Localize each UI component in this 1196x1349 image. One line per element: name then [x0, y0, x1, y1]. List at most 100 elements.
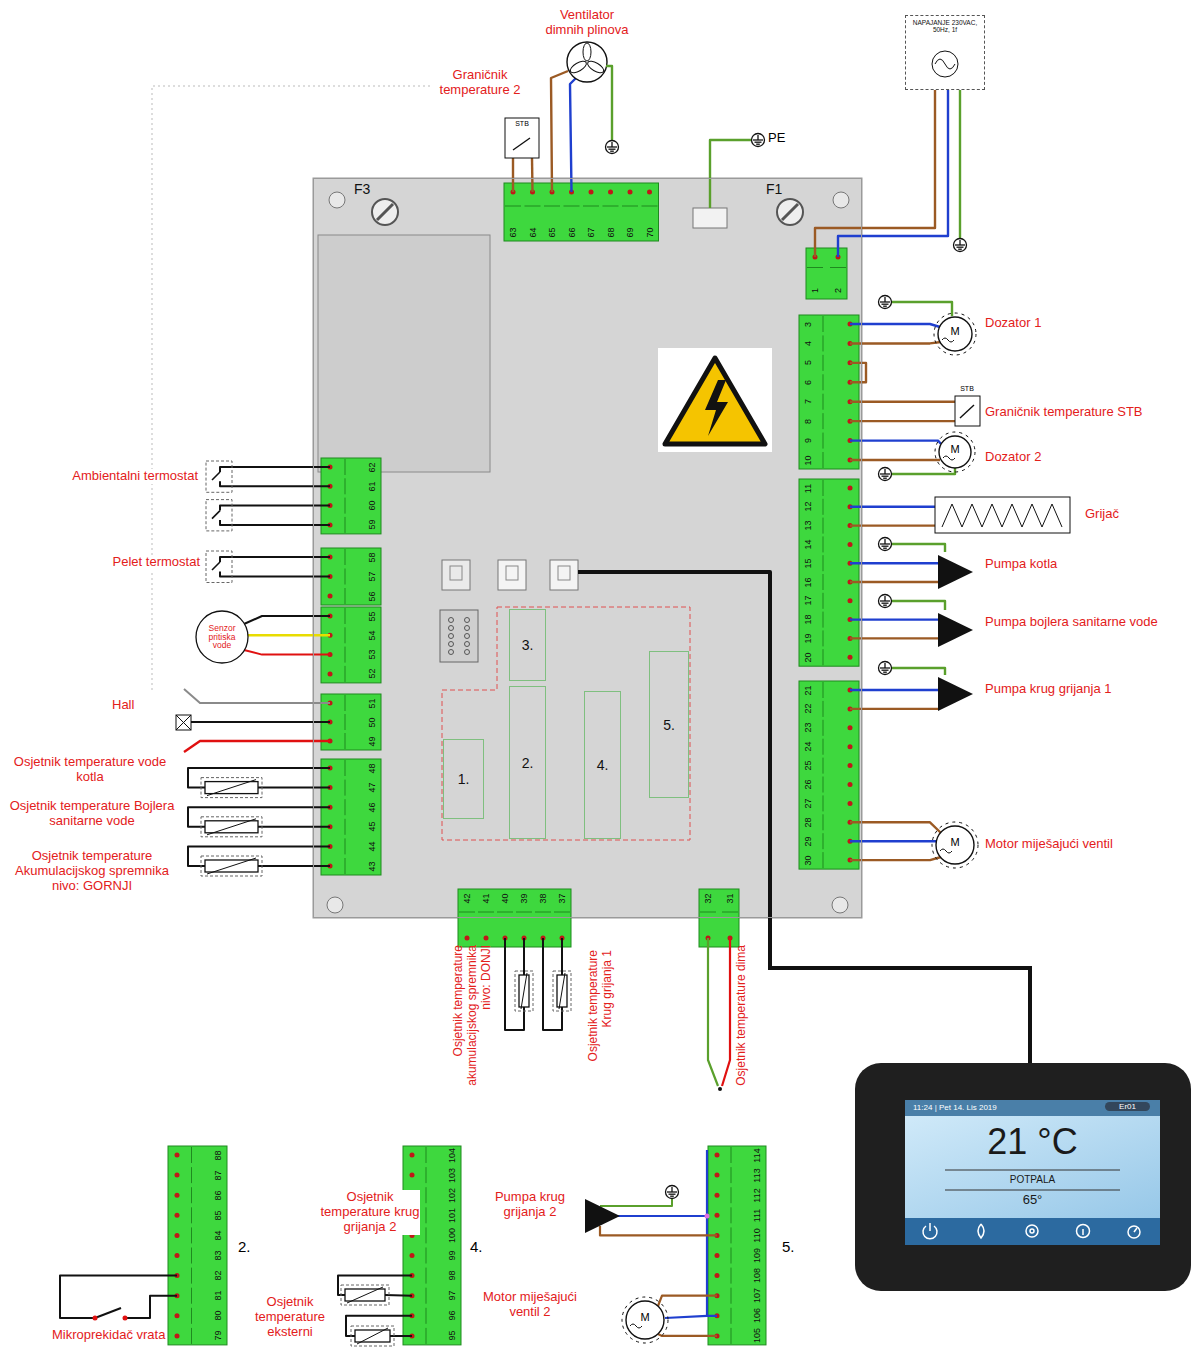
- terminal-number: 84: [213, 1223, 224, 1247]
- terminal-number: 107: [752, 1284, 763, 1308]
- terminal-number: 97: [447, 1284, 458, 1308]
- wire: [184, 741, 330, 752]
- component-label: Osjetnik temperature dima: [735, 945, 749, 1100]
- temperature-sensor: [341, 1285, 389, 1305]
- component-label: Osjetnik temperature vode kotla: [10, 755, 170, 785]
- terminal-number: 96: [447, 1304, 458, 1328]
- wire: [665, 1316, 707, 1318]
- earth-symbol: [666, 1186, 679, 1199]
- terminal-number: 23: [803, 716, 814, 740]
- temperature-sensor: [201, 856, 262, 876]
- terminal-number: 106: [752, 1304, 763, 1328]
- terminal-number: 18: [803, 608, 814, 632]
- terminal-number: 57: [367, 565, 378, 589]
- component-label: M: [950, 325, 959, 338]
- wire: [578, 572, 770, 918]
- terminal-number: 39: [519, 886, 530, 910]
- pump-symbol: [585, 1199, 620, 1233]
- terminal-number: 69: [625, 220, 636, 244]
- wire: [722, 938, 730, 1086]
- component-label: NAPAJANJE 230VAC, 50Hz, 1f: [906, 16, 984, 34]
- motor-symbol: [932, 822, 978, 868]
- wire: [244, 650, 330, 655]
- wire: [184, 689, 330, 703]
- terminal-number: 79: [213, 1324, 224, 1348]
- temperature-sensor: [515, 971, 533, 1011]
- terminal-number: 49: [367, 729, 378, 753]
- earth-symbol: [879, 662, 892, 675]
- terminal-number: 53: [367, 643, 378, 667]
- terminal-number: 41: [481, 886, 492, 910]
- earth-symbol: [606, 141, 619, 154]
- module-number: 4.: [597, 757, 609, 773]
- terminal-number: 38: [538, 886, 549, 910]
- terminal-number: 95: [447, 1324, 458, 1348]
- wire: [850, 324, 940, 327]
- wire: [95, 1308, 121, 1318]
- wire: [850, 363, 866, 382]
- terminal-number: 59: [367, 513, 378, 537]
- terminal-number: 50: [367, 710, 378, 734]
- terminal-number: 86: [213, 1183, 224, 1207]
- component-label: 2.: [238, 1238, 251, 1255]
- wire: [850, 689, 938, 691]
- terminal-number: 19: [803, 626, 814, 650]
- component-label: Pumpa krug grijanja 1: [985, 682, 1111, 697]
- terminal-number: 68: [605, 220, 616, 244]
- fuse-label: F1: [766, 181, 782, 197]
- component-label: Grijač: [1085, 507, 1119, 522]
- pump-symbol: [938, 613, 973, 647]
- component-label: Dozator 2: [985, 450, 1041, 465]
- wire: [248, 634, 330, 636]
- wire: [850, 840, 936, 842]
- mounting-hole: [327, 897, 343, 913]
- motor-symbol: [622, 1297, 668, 1343]
- component-label: Osjetnik temperature krug grijanja 2: [320, 1190, 420, 1235]
- probe-tip: [718, 1087, 722, 1091]
- controller-board: 1.2.3.4.5.F3F1: [313, 178, 862, 918]
- terminal-number: 67: [586, 220, 597, 244]
- switch-contact: [123, 1316, 128, 1321]
- temperature-sensor: [351, 1326, 394, 1346]
- wire: [850, 562, 938, 564]
- wire: [815, 90, 935, 257]
- component-label: M: [640, 1311, 649, 1324]
- rj-socket: [498, 560, 526, 590]
- component-label: Pumpa bojlera sanitarne vode: [985, 615, 1158, 630]
- mounting-hole: [833, 192, 849, 208]
- component-label: Graničnik temperature 2: [430, 68, 530, 98]
- wire: [551, 71, 568, 192]
- terminal-number: 83: [213, 1244, 224, 1268]
- component-label: Osjetnik temperature Akumulacijskog spre…: [6, 849, 178, 894]
- component-label: Osjetnik temperature Bojlera sanitarne v…: [10, 799, 175, 829]
- rj-socket: [442, 560, 470, 590]
- terminal-number: 1: [810, 278, 821, 302]
- terminal-number: 58: [367, 545, 378, 569]
- terminal-block: [799, 315, 859, 469]
- terminal-number: 4: [803, 331, 814, 355]
- wire: [850, 857, 941, 860]
- terminal-number: 25: [803, 754, 814, 778]
- terminal-number: 114: [752, 1143, 763, 1167]
- terminal-block: [458, 889, 571, 947]
- temperature-sensor: [201, 817, 262, 837]
- wire: [212, 472, 220, 480]
- component-label: Graničnik temperature STB: [985, 405, 1143, 420]
- thermostat-switch: [206, 500, 232, 531]
- module-number: 5.: [663, 717, 675, 733]
- pump-symbol: [938, 555, 973, 589]
- power-box-ground: [905, 15, 985, 90]
- module-number: 2.: [522, 755, 534, 771]
- component-label: M: [950, 836, 959, 849]
- terminal-number: 88: [213, 1143, 224, 1167]
- wire: [850, 420, 955, 422]
- module-slot: 5.: [649, 651, 689, 798]
- display-cable: [770, 918, 1030, 1063]
- wire: [258, 787, 330, 789]
- component-label: STB: [515, 120, 529, 128]
- terminal-number: 45: [367, 815, 378, 839]
- terminal-number: 111: [752, 1203, 763, 1227]
- terminal-number: 42: [462, 886, 473, 910]
- terminal-number: 22: [803, 697, 814, 721]
